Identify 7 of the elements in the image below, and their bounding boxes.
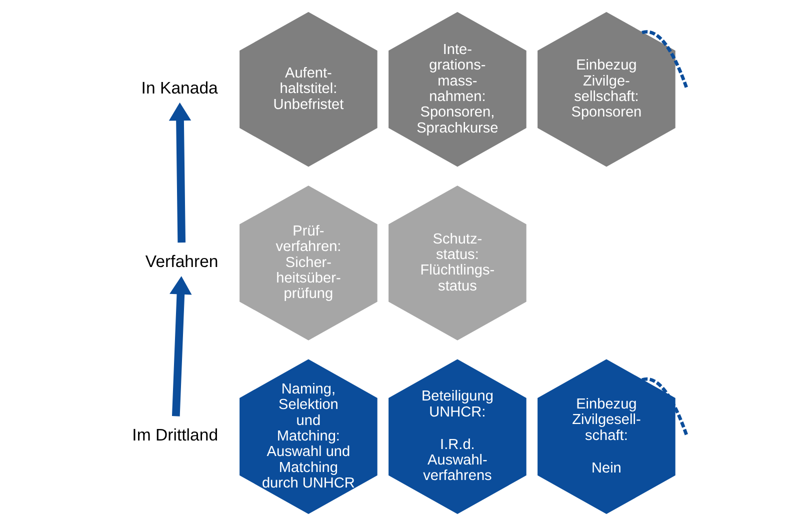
arrow [168,102,192,243]
node-text: Im Drittland [132,426,218,445]
arrow [170,276,192,416]
connector [642,377,689,437]
node-text: Verfahren [145,252,218,271]
connector [642,30,689,90]
node-text: In Kanada [141,78,218,98]
